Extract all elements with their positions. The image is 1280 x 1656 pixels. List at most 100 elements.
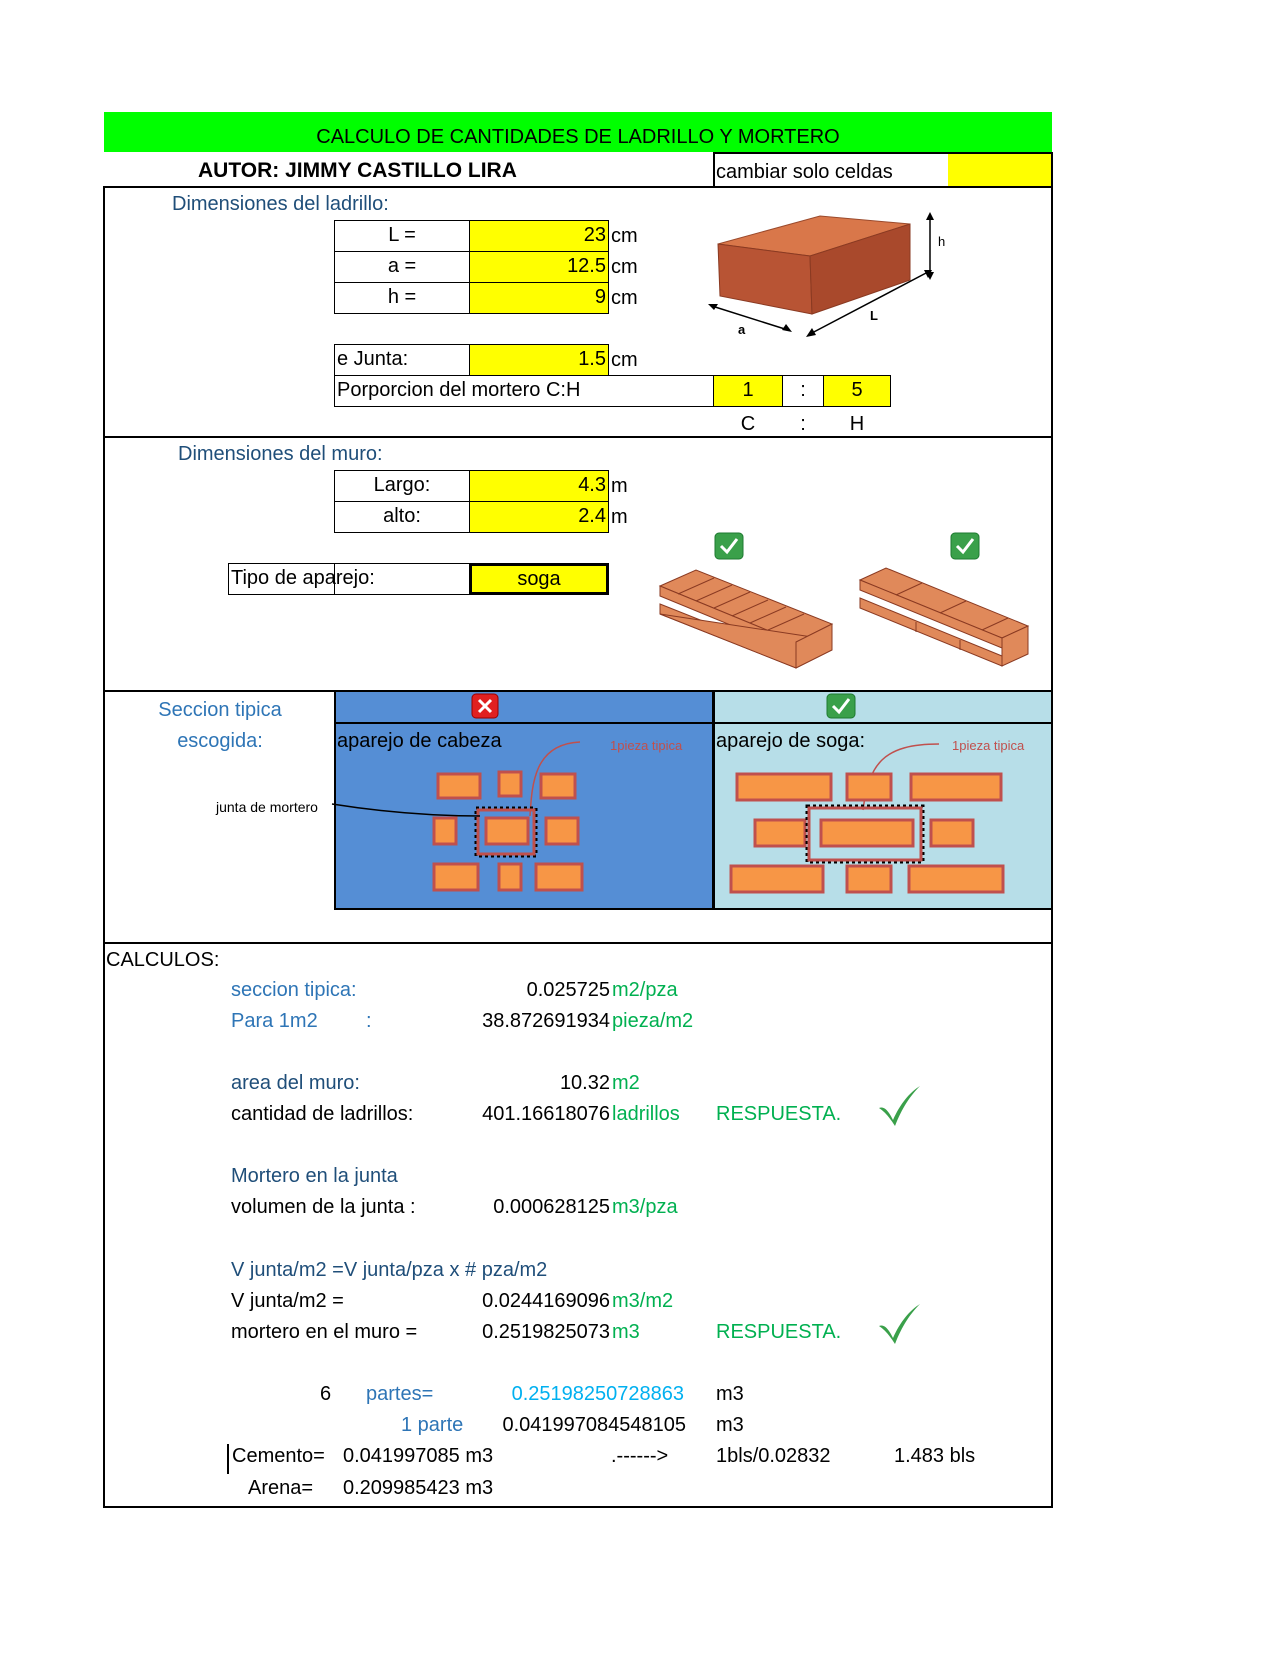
aparejo-select[interactable]: soga <box>469 563 609 595</box>
brick-h-label: h <box>938 234 945 249</box>
vol-junta-unit: m3/pza <box>612 1196 678 1218</box>
calculos-heading: CALCULOS: <box>106 949 220 971</box>
junta-note: junta de mortero <box>216 799 318 815</box>
junta-label: e Junta: <box>334 344 470 376</box>
checkmark-icon <box>879 1086 920 1126</box>
cabeza-pieza-note: 1pieza tipica <box>610 738 683 753</box>
cemento-value: 0.041997085 m3 <box>343 1445 494 1467</box>
seccion-tipica-value: 0.025725 <box>526 979 610 1001</box>
bls-total: 1.483 bls <box>894 1445 976 1467</box>
h-unit: cm <box>611 287 638 309</box>
divider-1 <box>103 436 1053 438</box>
brick-diagram: h a L <box>708 212 945 337</box>
arena-label: Arena= <box>248 1477 314 1499</box>
ladrillo-section-label: Dimensiones del ladrillo: <box>172 193 389 215</box>
L-unit: cm <box>611 225 638 247</box>
largo-input[interactable]: 4.3 <box>469 470 609 502</box>
soga-header-line <box>713 722 1053 724</box>
vol-junta-value: 0.000628125 <box>493 1196 610 1218</box>
soga-pieza-note: 1pieza tipica <box>952 738 1025 753</box>
note-text: cambiar solo celdas <box>716 161 893 183</box>
proporcion-label: Porporcion del mortero C:H <box>334 375 714 407</box>
arena-value: 0.209985423 m3 <box>343 1477 494 1499</box>
h-label: h = <box>334 282 470 314</box>
h-letter: H <box>849 413 865 435</box>
page-title: CALCULO DE CANTIDADES DE LADRILLO Y MORT… <box>316 126 840 148</box>
c-letter: C <box>740 413 756 435</box>
para-value: 38.872691934 <box>482 1010 610 1032</box>
divider-3 <box>103 942 1053 944</box>
h-input[interactable]: 9 <box>469 282 609 314</box>
soga-section-diagram <box>729 743 1005 894</box>
seccion-tipica-unit: m2/pza <box>612 979 678 1001</box>
mortero-muro-label: mortero en el muro = <box>231 1321 418 1343</box>
vjunta-value: 0.0244169096 <box>482 1290 610 1312</box>
ladrillos-value: 401.16618076 <box>482 1103 610 1125</box>
check-icon <box>714 532 744 560</box>
para-unit: pieza/m2 <box>612 1010 694 1032</box>
ladrillos-label: cantidad de ladrillos: <box>231 1103 414 1125</box>
parte-label: 1 parte <box>401 1414 464 1436</box>
seccion-tipica-label: seccion tipica: <box>231 979 357 1001</box>
wall-cabeza-image <box>658 569 834 669</box>
parte-unit: m3 <box>716 1414 744 1436</box>
wall-soga-image <box>858 567 1030 667</box>
bls-conv: 1bls/0.02832 <box>716 1445 831 1467</box>
vol-junta-label: volumen de la junta : <box>231 1196 416 1218</box>
junta-pointer <box>331 803 481 817</box>
partes-num: 6 <box>320 1383 332 1405</box>
cabeza-panel <box>334 690 714 910</box>
close-icon <box>471 693 499 719</box>
mortero-muro-unit: m3 <box>612 1321 640 1343</box>
para-colon: : <box>366 1010 372 1032</box>
vjunta-unit: m3/m2 <box>612 1290 674 1312</box>
a-unit: cm <box>611 256 638 278</box>
note-swatch <box>948 154 1051 186</box>
title-bar <box>104 112 1052 152</box>
area-unit: m2 <box>612 1072 640 1094</box>
respuesta-label: RESPUESTA. <box>716 1321 842 1343</box>
brick-a-label: a <box>738 322 746 337</box>
a-label: a = <box>334 251 470 283</box>
cemento-label: Cemento= <box>232 1445 325 1467</box>
mortero-heading: Mortero en la junta <box>231 1165 398 1187</box>
formula: V junta/m2 =V junta/pza x # pza/m2 <box>231 1259 548 1281</box>
cemento-marker <box>227 1444 229 1474</box>
a-input[interactable]: 12.5 <box>469 251 609 283</box>
partes-label: partes= <box>366 1383 434 1405</box>
seccion-label-line2: escogida: <box>177 730 263 752</box>
check-icon <box>950 532 980 560</box>
parte-value: 0.041997084548105 <box>502 1414 686 1436</box>
prop-c-input[interactable]: 1 <box>713 375 783 407</box>
area-value: 10.32 <box>559 1072 610 1094</box>
prop-sep: : <box>782 375 824 407</box>
prop-h-input[interactable]: 5 <box>823 375 891 407</box>
respuesta-label: RESPUESTA. <box>716 1103 842 1125</box>
largo-unit: m <box>611 475 628 497</box>
vjunta-label: V junta/m2 = <box>231 1290 344 1312</box>
junta-unit: cm <box>611 349 638 371</box>
area-label: area del muro: <box>231 1072 360 1094</box>
partes-value: 0.25198250728863 <box>511 1383 684 1405</box>
brick-L-label: L <box>870 308 878 323</box>
junta-input[interactable]: 1.5 <box>469 344 609 376</box>
checkmark-icon <box>879 1304 920 1344</box>
L-label: L = <box>334 220 470 252</box>
L-input[interactable]: 23 <box>469 220 609 252</box>
ladrillos-unit: ladrillos <box>612 1103 680 1125</box>
arrow-text: .------> <box>611 1445 669 1467</box>
partes-unit: m3 <box>716 1383 744 1405</box>
mortero-muro-value: 0.2519825073 <box>482 1321 610 1343</box>
cabeza-header-line <box>334 722 714 724</box>
aparejo-label: Tipo de aparejo: <box>228 563 470 595</box>
cabeza-title: aparejo de cabeza <box>337 730 502 752</box>
check-icon <box>826 693 856 719</box>
aparejo-label-divider <box>334 563 335 595</box>
muro-section-label: Dimensiones del muro: <box>178 443 383 465</box>
largo-label: Largo: <box>334 470 470 502</box>
cabeza-section-diagram <box>432 741 584 892</box>
para-label: Para 1m2 <box>231 1010 318 1032</box>
alto-input[interactable]: 2.4 <box>469 501 609 533</box>
author: AUTOR: JIMMY CASTILLO LIRA <box>198 159 517 182</box>
colon-letter: : <box>800 413 806 435</box>
